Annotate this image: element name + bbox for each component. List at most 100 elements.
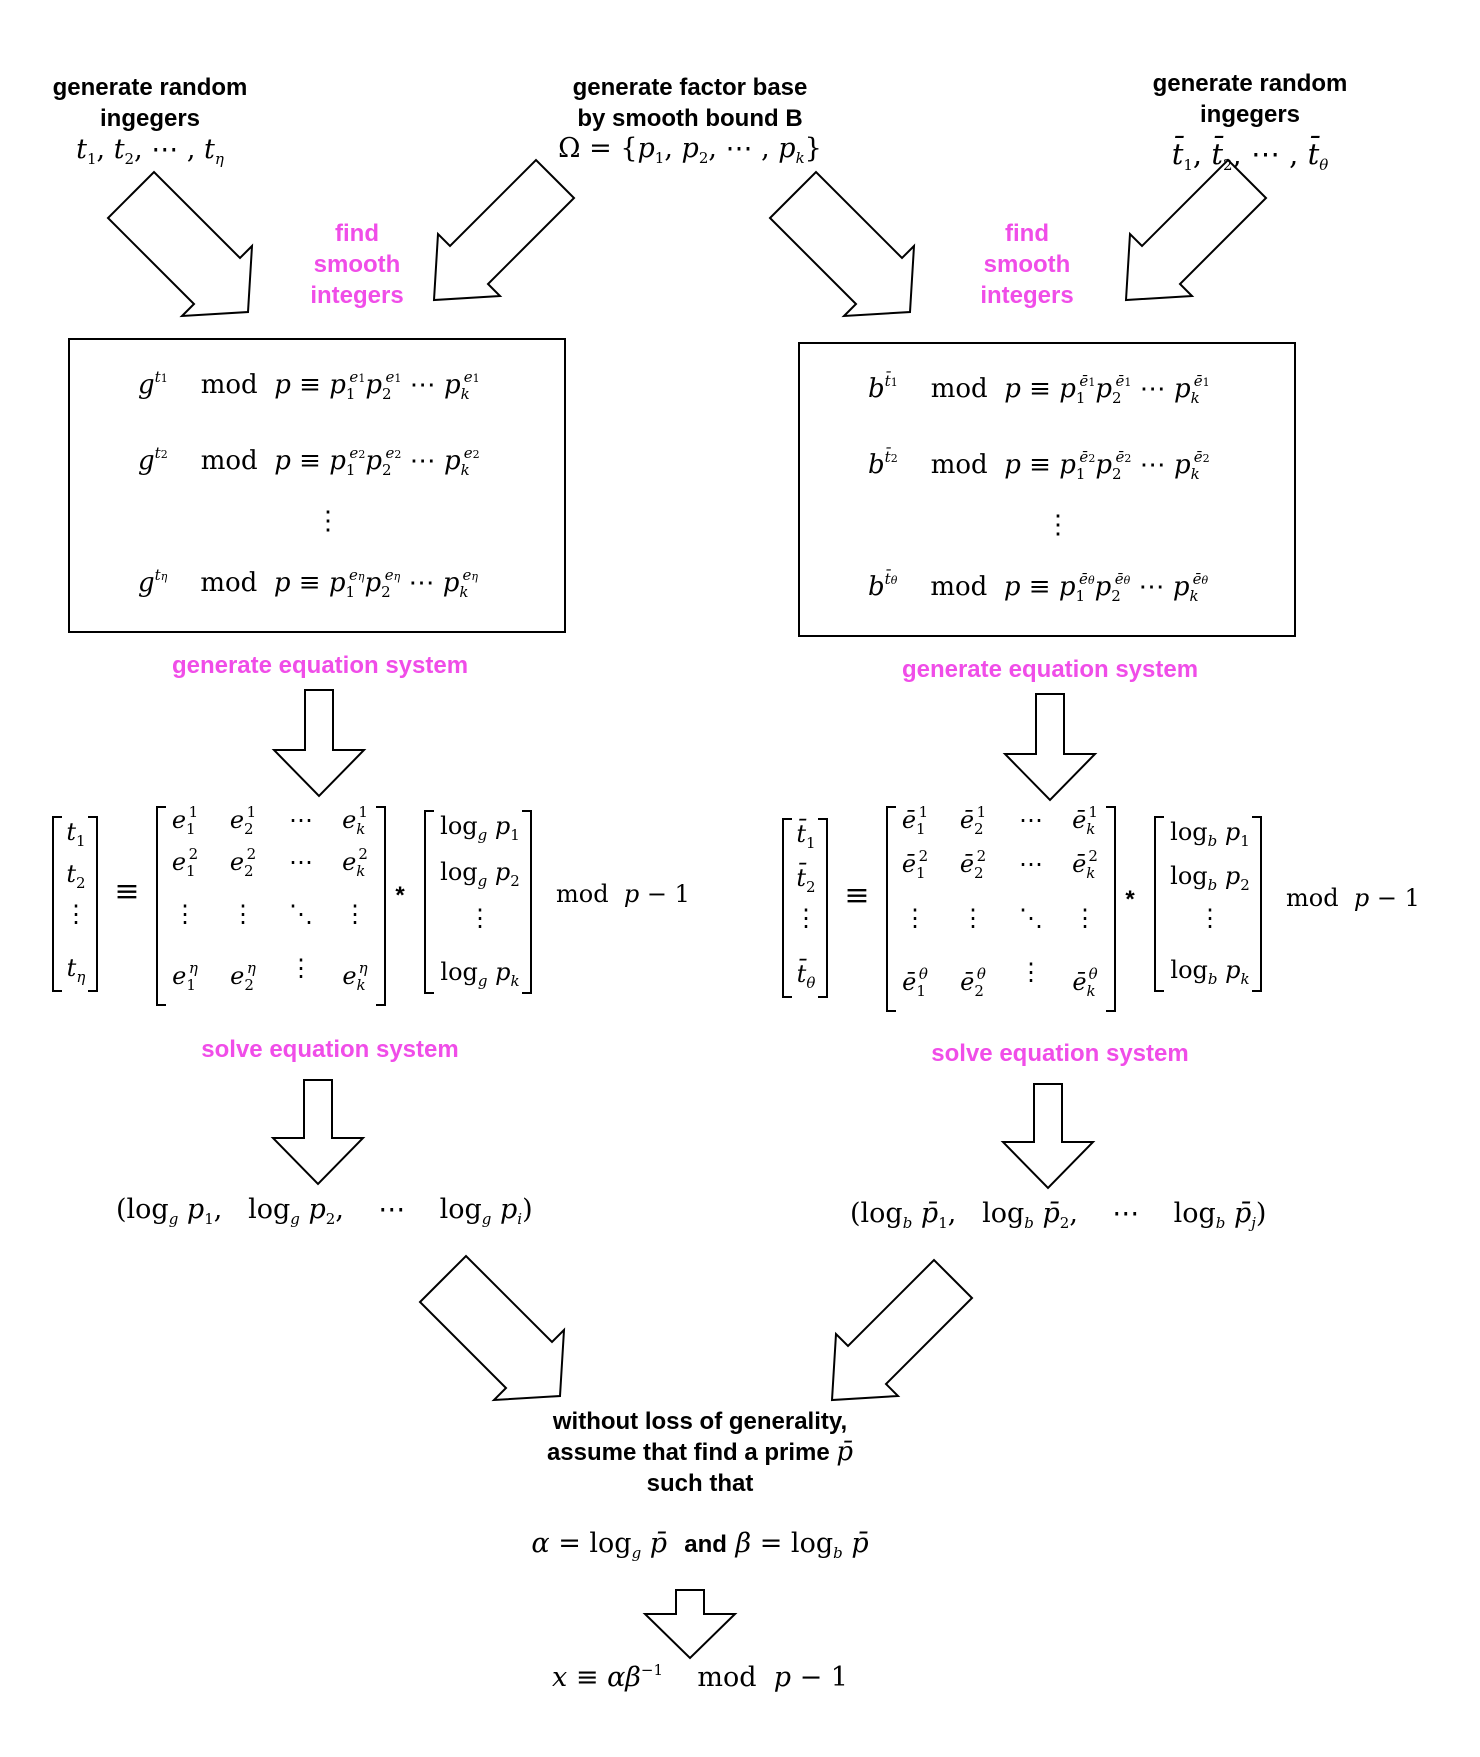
top-right-label: generate random ingegers: [1152, 70, 1348, 128]
right-vec-log-k: logb pk: [1170, 956, 1250, 988]
left-vec-log-2: logg p2: [440, 858, 520, 890]
arrow-diag-4: [1124, 158, 1268, 302]
right-mat-e2k: ēk2: [1072, 847, 1098, 882]
arrow-down-right-1: [1002, 693, 1098, 802]
left-mat-dots-1: ⋯: [289, 806, 313, 834]
gen-eq-right: generate equation system: [901, 656, 1199, 683]
find-smooth-right: find smooth integers: [980, 220, 1074, 309]
right-box-row-3: bt̄θ mod p ≡ p1ēθp2ēθ ⋯ pkēθ: [868, 570, 1209, 605]
right-box-row-1: bt̄1 mod p ≡ p1ē1p2ē1 ⋯ pkē1: [868, 372, 1210, 407]
gen-eq-left: generate equation system: [171, 652, 469, 679]
left-vec-log-bracket-l: [424, 810, 434, 994]
right-mat-e11: ē11: [901, 803, 929, 838]
arrow-diag-1: [106, 170, 254, 318]
right-box-row-2: bt̄2 mod p ≡ p1ē2p2ē2 ⋯ pkē2: [868, 448, 1210, 483]
left-mat-e1k: ek1: [342, 803, 368, 838]
right-vec-log-bracket-r: [1252, 816, 1262, 992]
left-vec-t-eta: tη: [66, 954, 86, 986]
right-mod-expr: mod p − 1: [1286, 884, 1420, 912]
left-box-vdots: ⋮: [315, 506, 341, 536]
left-mat-e-bracket-r: [376, 806, 386, 1006]
left-vec-t-bracket-r: [88, 816, 98, 992]
top-left-label: generate random ingegers: [52, 74, 248, 132]
left-mod-expr: mod p − 1: [556, 880, 690, 908]
right-mat-e21: ē12: [901, 847, 929, 882]
left-mat-e12: e21: [229, 803, 257, 838]
left-mat-e11: e11: [171, 803, 199, 838]
top-left-math: t1, t2, ⋯ , tη: [76, 134, 224, 168]
left-vec-log-1: logg p1: [440, 812, 520, 844]
right-vec-t-bracket-r: [818, 818, 828, 998]
left-mat-vdots-1: ⋮: [173, 900, 197, 928]
left-box-row-1: gt1 mod p ≡ p1e1p2e1 ⋯ pke1: [138, 368, 480, 403]
arrow-diag-3: [768, 170, 916, 318]
top-center-label: generate factor base by smooth bound B: [572, 74, 808, 132]
left-mat-vdots-2: ⋮: [231, 900, 255, 928]
right-box-vdots: ⋮: [1045, 510, 1071, 540]
arrow-down-left-1: [271, 689, 367, 798]
right-mat-vdots-2: ⋮: [961, 904, 985, 932]
right-mat-e22: ē22: [959, 847, 987, 882]
right-mat-vdots-3: ⋮: [1073, 904, 1097, 932]
assume-label: without loss of generality, assume that …: [546, 1408, 854, 1467]
result-right: (logb p̄1, logb p̄2, ⋯ logb p̄j): [850, 1198, 1267, 1232]
arrow-down-final: [642, 1589, 738, 1660]
right-vec-log-1: logb p1: [1170, 818, 1250, 850]
final-formula: x ≡ αβ−1 mod p − 1: [552, 1661, 848, 1693]
left-box-row-2: gt2 mod p ≡ p1e2p2e2 ⋯ pke2: [138, 444, 480, 479]
right-mat-e-bracket-r: [1106, 806, 1116, 1012]
left-vec-t-1: t1: [66, 818, 86, 850]
right-mat-etheta2: ē2θ: [960, 965, 986, 1000]
top-center-math: Ω = {p1, p2, ⋯ , pk}: [558, 133, 822, 167]
right-mat-dots-1: ⋯: [1019, 806, 1043, 834]
left-vec-t-dots: ⋮: [64, 900, 88, 928]
alpha-beta-line: α = logg p̄ and β = logb p̄: [531, 1528, 869, 1562]
find-smooth-left: find smooth integers: [310, 220, 404, 309]
left-vec-t-2: t2: [66, 860, 86, 892]
left-vec-t-bracket-l: [52, 816, 62, 992]
left-vec-log-k: logg pk: [440, 958, 520, 990]
right-equiv: ≡: [844, 878, 870, 913]
right-vec-t-1: t̄1: [796, 820, 816, 852]
arrow-diag-2: [432, 158, 576, 302]
left-vec-log-dots: ⋮: [468, 904, 492, 932]
right-mat-ddots: ⋱: [1019, 904, 1043, 932]
top-right-math: t̄1, t̄2, ⋯ , t̄θ: [1171, 137, 1329, 174]
left-mat-e-bracket-l: [156, 806, 166, 1006]
and-word: and: [684, 1531, 727, 1558]
arrow-diag-6: [830, 1258, 974, 1402]
left-times: *: [395, 882, 405, 909]
right-mat-e1k: ēk1: [1072, 803, 1098, 838]
left-mat-e22: e22: [229, 845, 257, 880]
assume-prime-math: p̄: [836, 1437, 854, 1467]
right-vec-t-2: t̄2: [796, 864, 816, 896]
left-mat-ddots: ⋱: [289, 900, 313, 928]
right-vec-t-theta: t̄θ: [796, 960, 816, 992]
right-mat-e12: ē21: [959, 803, 987, 838]
left-mat-vdots-4: ⋮: [289, 954, 313, 982]
left-mat-vdots-3: ⋮: [343, 900, 367, 928]
right-vec-log-bracket-l: [1154, 816, 1164, 992]
left-box-row-3: gtη mod p ≡ p1eηp2eη ⋯ pkeη: [138, 566, 478, 601]
right-vec-log-dots: ⋮: [1198, 904, 1222, 932]
left-mat-dots-2: ⋯: [289, 848, 313, 876]
right-mat-dots-2: ⋯: [1019, 850, 1043, 878]
right-mat-e-bracket-l: [886, 806, 896, 1012]
solve-eq-left: solve equation system: [201, 1036, 459, 1063]
left-equiv: ≡: [114, 874, 140, 909]
left-mat-eeta2: e2η: [230, 959, 256, 994]
arrow-down-left-2: [270, 1079, 366, 1186]
right-times: *: [1125, 886, 1135, 913]
right-mat-ethetak: ēkθ: [1072, 965, 1098, 1000]
arrow-down-right-2: [1000, 1083, 1096, 1190]
arrow-diag-5: [418, 1254, 566, 1402]
right-mat-etheta1: ē1θ: [902, 965, 928, 1000]
right-vec-t-dots: ⋮: [794, 904, 818, 932]
left-vec-log-bracket-r: [522, 810, 532, 994]
result-left: (logg p1, logg p2, ⋯ logg pi): [116, 1194, 533, 1228]
left-mat-eetak: ekη: [342, 959, 368, 994]
left-mat-eeta1: e1η: [172, 959, 198, 994]
right-mat-vdots-1: ⋮: [903, 904, 927, 932]
